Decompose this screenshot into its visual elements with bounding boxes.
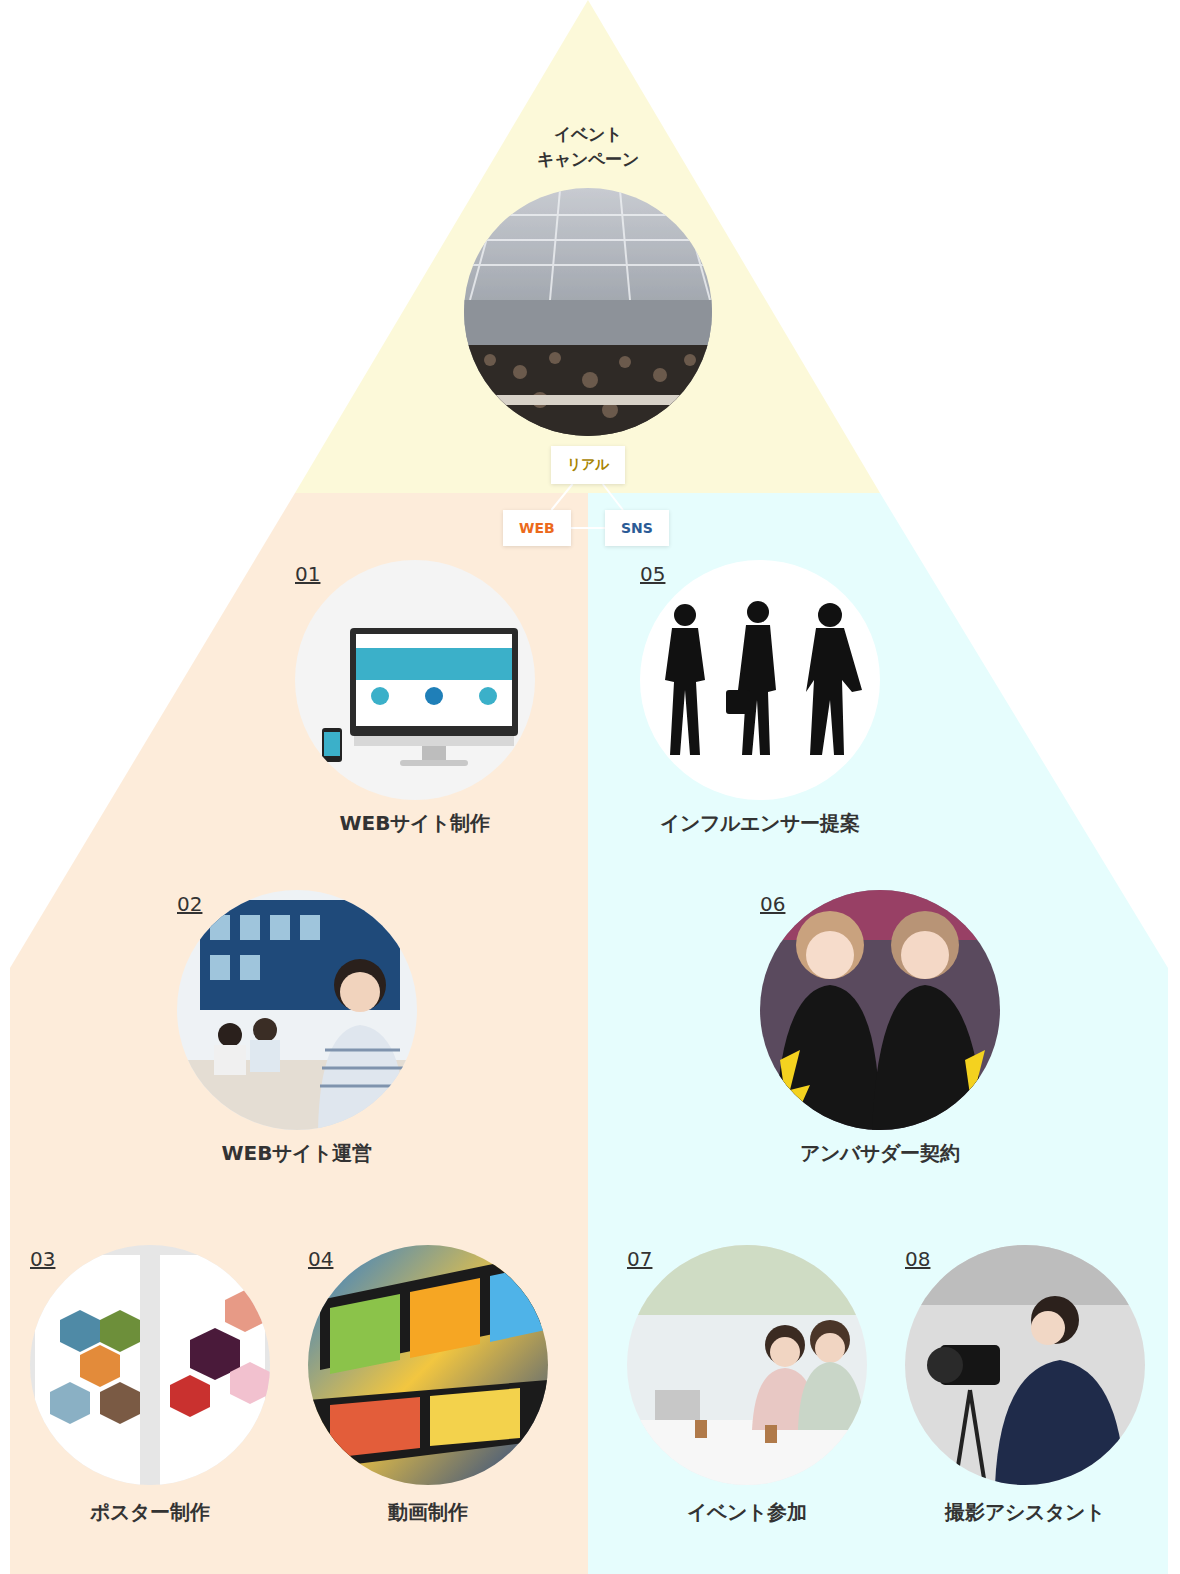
service-caption: 動画制作 (388, 1499, 468, 1526)
callout-number: 07 (627, 1247, 652, 1271)
service-caption: インフルエンサー提案 (660, 810, 860, 837)
service-caption: 撮影アシスタント (945, 1499, 1105, 1526)
callout-number: 06 (760, 892, 785, 916)
callout-number: 03 (30, 1247, 55, 1271)
channel-label: SNS (621, 520, 653, 536)
service-circle: 08撮影アシスタント (905, 1245, 1145, 1485)
callout-number: 04 (308, 1247, 333, 1271)
channel-label: WEB (519, 520, 555, 536)
channel-tag: WEB (503, 510, 571, 546)
service-caption: WEBサイト運営 (222, 1140, 373, 1167)
service-circle: 06アンバサダー契約 (760, 890, 1000, 1130)
callout-number: 02 (177, 892, 202, 916)
channel-tag: リアル (551, 446, 625, 484)
event-circle: イベント キャンペーン (464, 188, 712, 436)
service-caption: イベント参加 (687, 1499, 807, 1526)
channel-link (571, 527, 605, 529)
service-caption: WEBサイト制作 (340, 810, 491, 837)
channel-label: リアル (567, 456, 609, 472)
service-circle: 04動画制作 (308, 1245, 548, 1485)
service-circle: 07イベント参加 (627, 1245, 867, 1485)
service-circle: 01WEBサイト制作 (295, 560, 535, 800)
channel-tag: SNS (605, 510, 669, 546)
callout-number: 05 (640, 562, 665, 586)
service-circle: 03ポスター制作 (30, 1245, 270, 1485)
channel-link (551, 484, 572, 510)
callout-number: 08 (905, 1247, 930, 1271)
service-caption: ポスター制作 (90, 1499, 210, 1526)
channel-link (603, 484, 623, 510)
service-caption: アンバサダー契約 (800, 1140, 960, 1167)
callout-number: 01 (295, 562, 320, 586)
service-circle: 02WEBサイト運営 (177, 890, 417, 1130)
service-circle: 05インフルエンサー提案 (640, 560, 880, 800)
region-heading: イベント キャンペーン (523, 122, 653, 172)
